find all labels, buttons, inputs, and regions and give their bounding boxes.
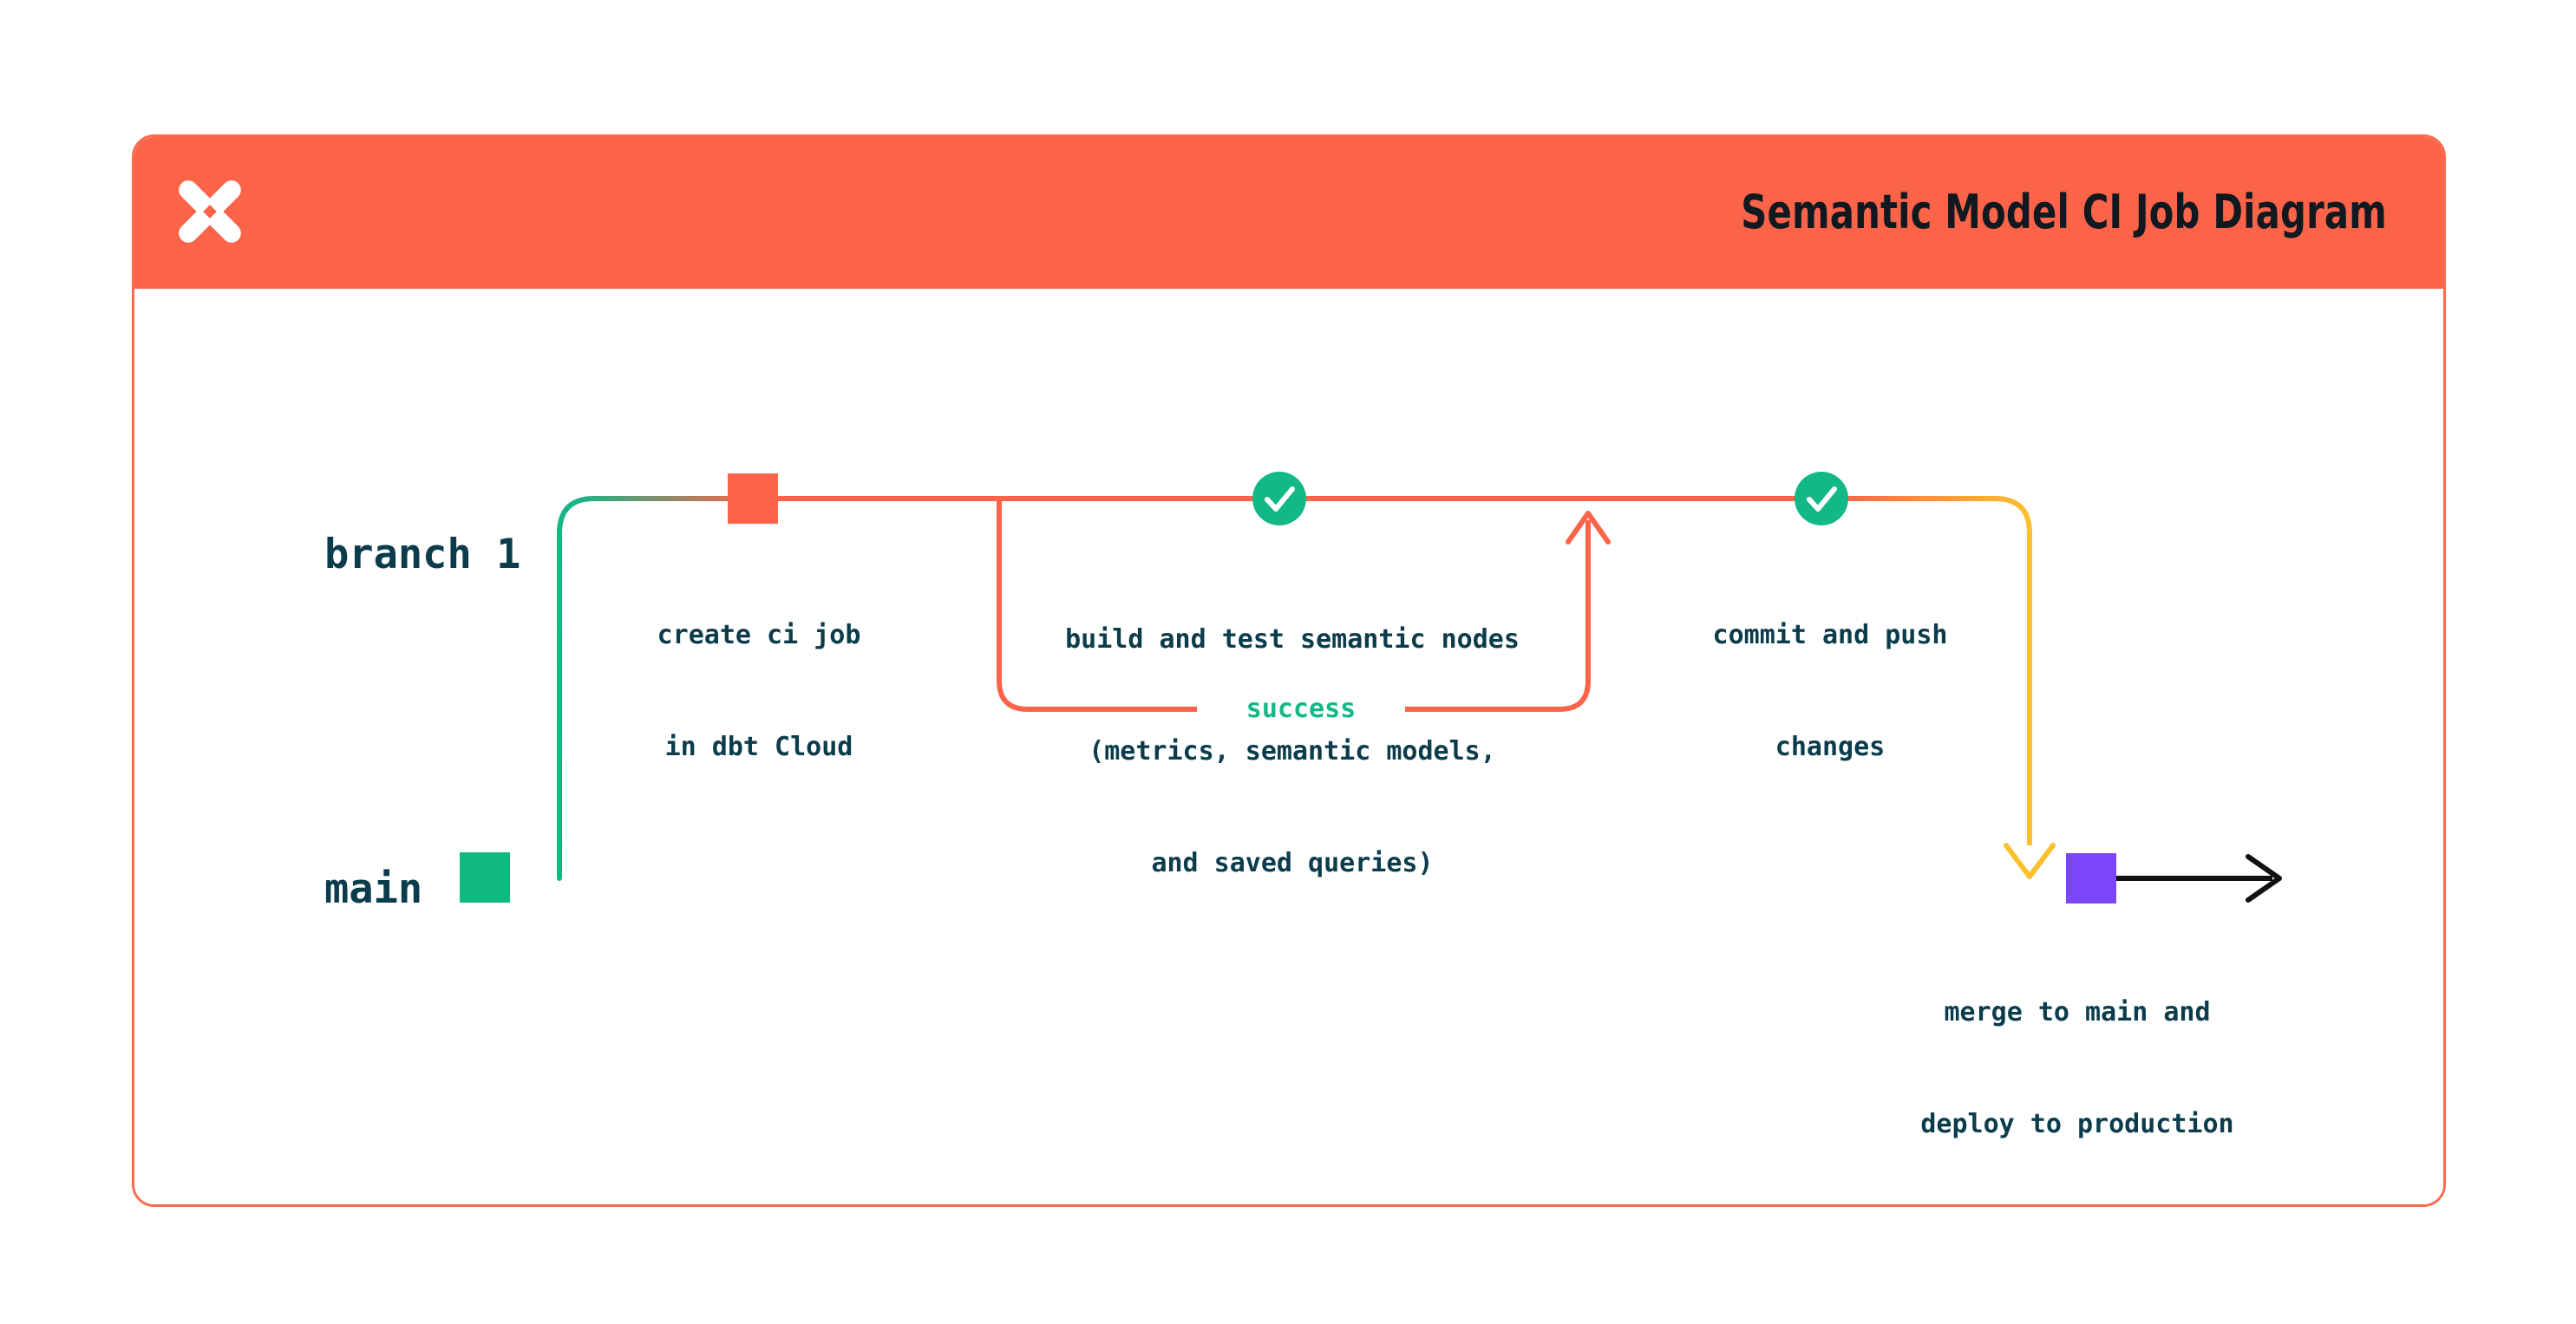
caption-line: merge to main and	[1944, 997, 2211, 1027]
caption-line: in dbt Cloud	[664, 732, 853, 762]
card-header: Semantic Model CI Job Diagram	[134, 137, 2443, 289]
caption-line: commit and push	[1712, 620, 1948, 650]
lane-label-main: main	[324, 865, 423, 913]
page-title: Semantic Model CI Job Diagram	[1741, 184, 2387, 239]
caption-line: deploy to production	[1920, 1109, 2234, 1139]
caption-commit-and-push: commit and push changes	[1648, 542, 2012, 840]
dbt-logo-icon	[170, 172, 250, 251]
caption-line: build and test semantic nodes	[1065, 624, 1520, 655]
caption-line: and saved queries)	[1151, 848, 1434, 878]
caption-create-ci-job: create ci job in dbt Cloud	[590, 542, 928, 840]
edge-label-success: success	[1197, 694, 1405, 724]
caption-line: (metrics, semantic models,	[1089, 736, 1496, 766]
lane-label-branch1: branch 1	[324, 531, 521, 578]
caption-merge-to-main: merge to main and deploy to production	[1873, 919, 2281, 1217]
diagram-card: Semantic Model CI Job Diagram	[132, 134, 2446, 1207]
card-body	[134, 289, 2443, 1204]
caption-line: changes	[1775, 732, 1886, 762]
caption-line: create ci job	[657, 620, 861, 650]
caption-build-and-test: build and test semantic nodes (metrics, …	[976, 546, 1609, 956]
